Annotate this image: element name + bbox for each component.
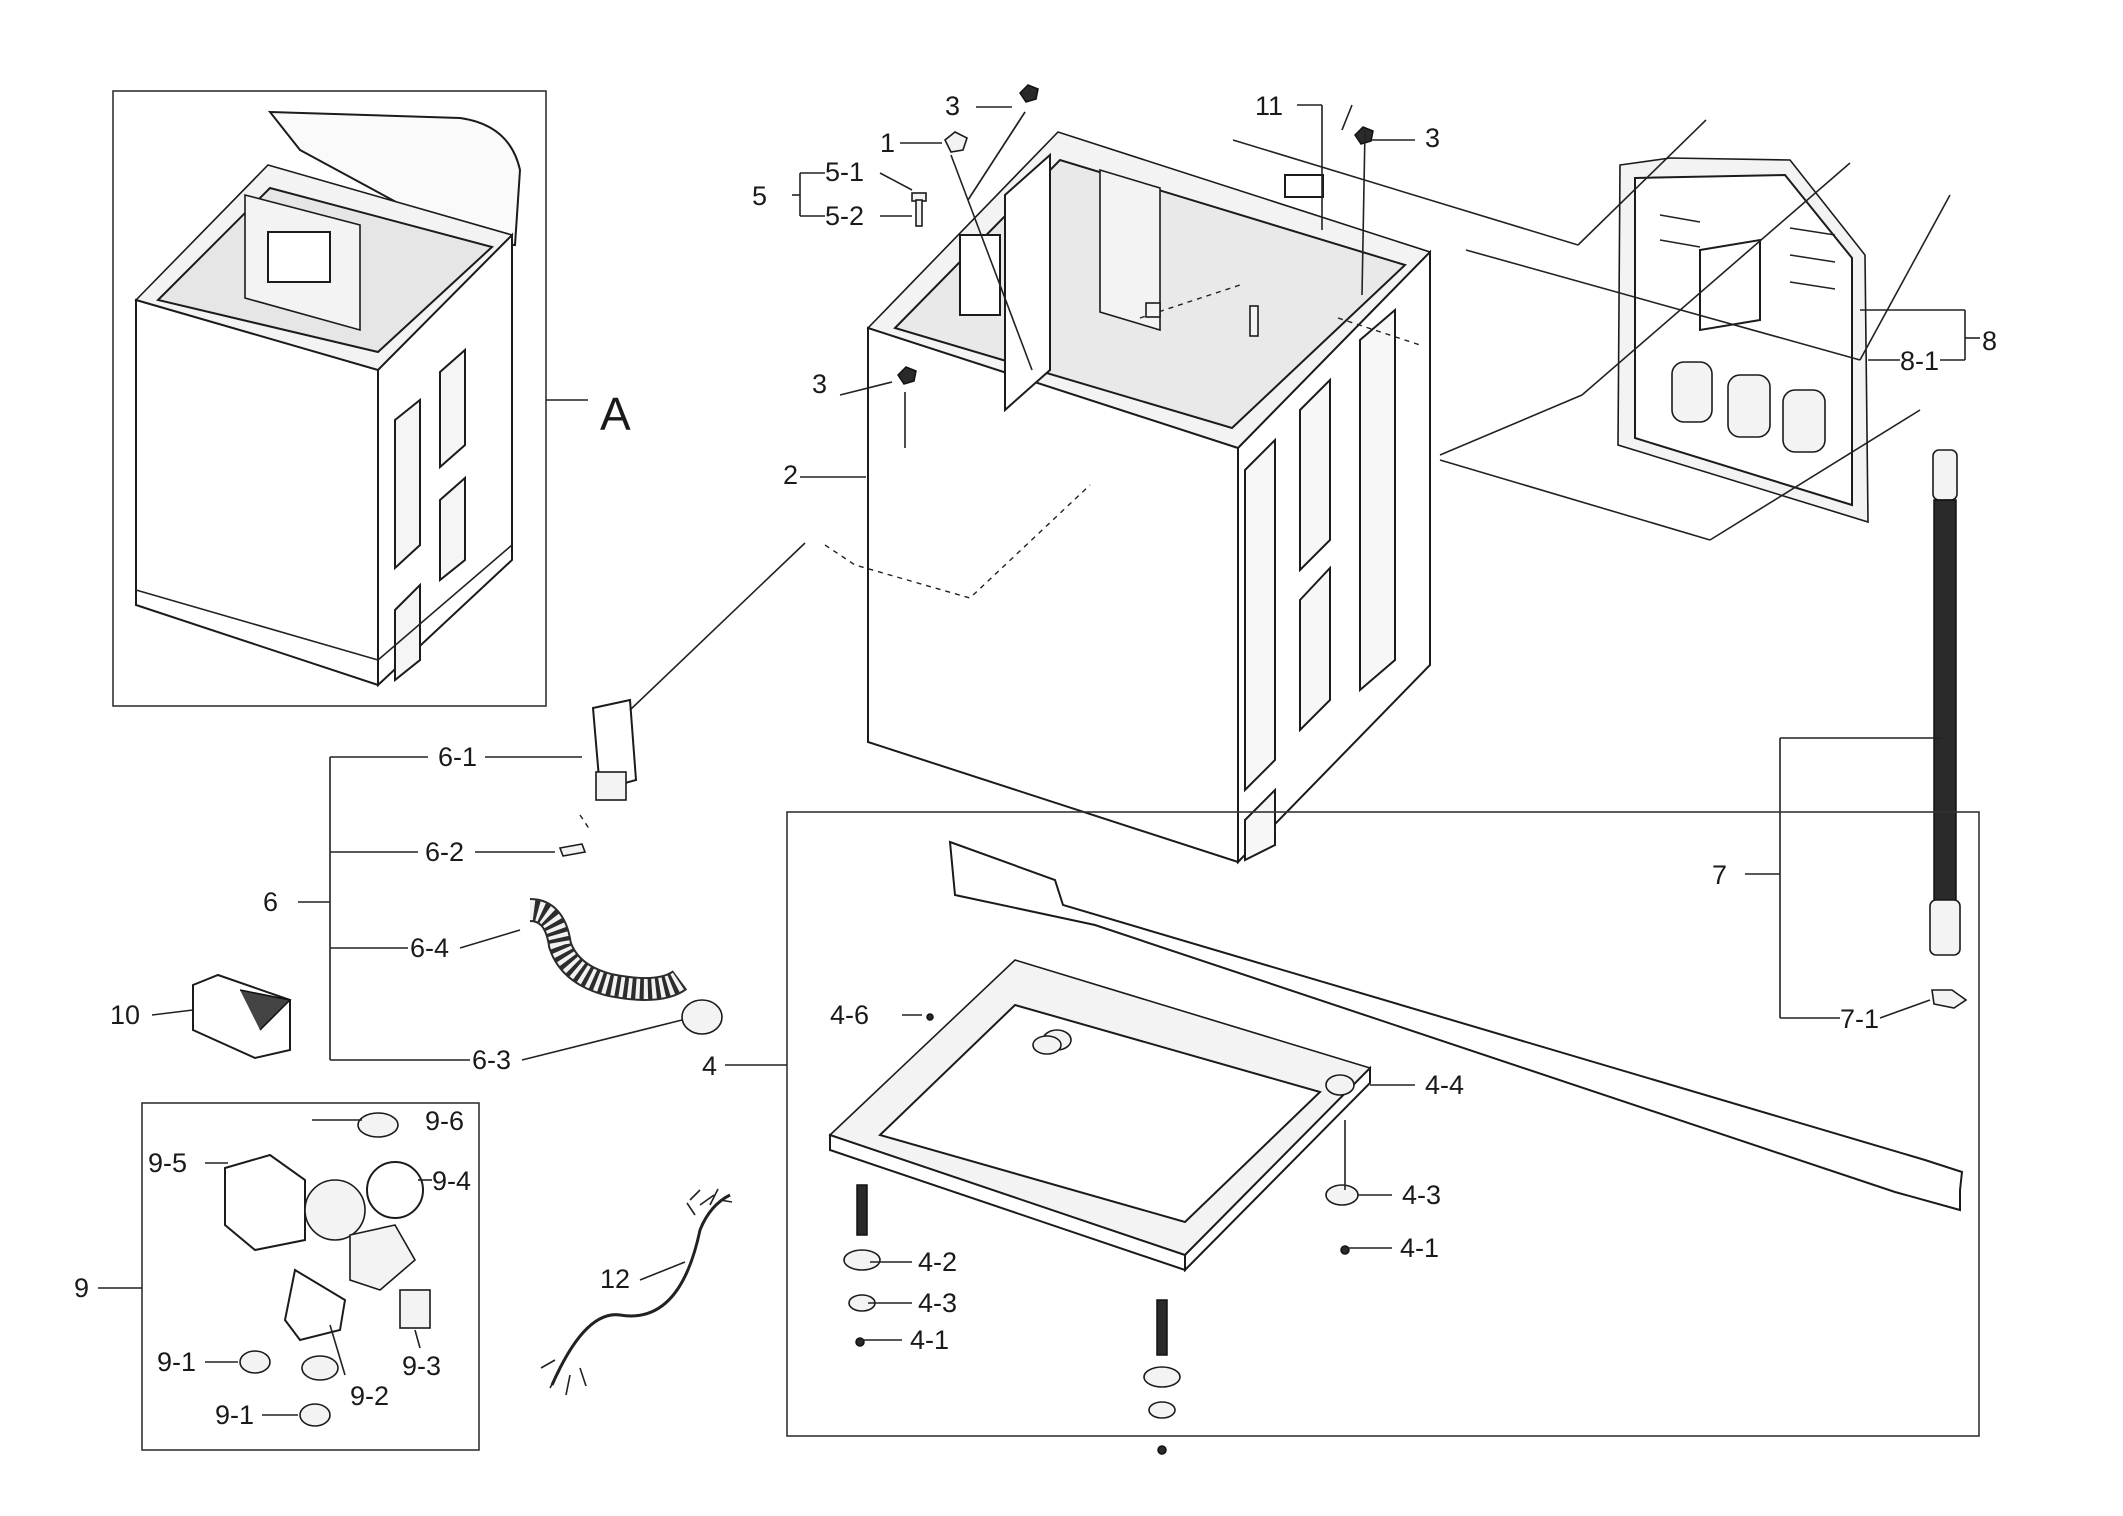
drain-hose-leaders [1745, 737, 1942, 1019]
label-4-2: 4-2 [918, 1247, 957, 1277]
label-8: 8 [1982, 326, 1997, 356]
label-1: 1 [880, 128, 895, 158]
label-6-2: 6-2 [425, 837, 464, 867]
label-4-4: 4-4 [1425, 1070, 1464, 1100]
leader-lines-top [792, 104, 1415, 478]
label-7-1: 7-1 [1840, 1004, 1879, 1034]
label-5: 5 [752, 181, 767, 211]
pump-group-leaders [205, 1119, 432, 1416]
label-4-1: 4-1 [910, 1325, 949, 1355]
base-frame-illustration [828, 840, 1964, 1273]
label-9-6: 9-6 [425, 1106, 464, 1136]
label-9-1: 9-1 [157, 1347, 196, 1377]
label-6: 6 [263, 887, 278, 917]
label-3: 3 [812, 369, 827, 399]
drain-hose-illustration [1929, 449, 1968, 1009]
label-6-4: 6-4 [410, 933, 449, 963]
label-5-1: 5-1 [825, 157, 864, 187]
label-2: 2 [783, 460, 798, 490]
filter-part-illustration [151, 973, 292, 1060]
label-10: 10 [110, 1000, 140, 1030]
label-8-1: 8-1 [1900, 346, 1939, 376]
clip-parts [897, 84, 1374, 385]
base-frame-leaders [862, 1014, 1415, 1341]
label-4-3: 4-3 [1402, 1180, 1441, 1210]
label-4-1: 4-1 [1400, 1233, 1439, 1263]
label-12: 12 [600, 1264, 630, 1294]
pump-group-frame [98, 1102, 480, 1451]
cabinet-dashed-guides [824, 284, 1421, 599]
label-3: 3 [945, 91, 960, 121]
label-9-2: 9-2 [350, 1381, 389, 1411]
label-3: 3 [1425, 123, 1440, 153]
label-4-6: 4-6 [830, 1000, 869, 1030]
label-5-2: 5-2 [825, 201, 864, 231]
label-7: 7 [1712, 860, 1727, 890]
label-A: A [600, 388, 631, 440]
base-assembly-frame [725, 811, 1980, 1437]
back-panel-illustration [1617, 157, 1869, 524]
label-9-1: 9-1 [215, 1400, 254, 1430]
drain-pump-illustration [224, 1112, 431, 1427]
back-panel-leaders [1232, 119, 1980, 541]
label-9-4: 9-4 [432, 1166, 471, 1196]
label-6-3: 6-3 [472, 1045, 511, 1075]
hose-group-illustration [528, 542, 806, 1035]
label-4-3: 4-3 [918, 1288, 957, 1318]
label-6-1: 6-1 [438, 742, 477, 772]
label-9-3: 9-3 [402, 1351, 441, 1381]
label-9-5: 9-5 [148, 1148, 187, 1178]
leveling-feet [843, 1013, 1359, 1455]
hose-group-leaders [298, 756, 683, 1061]
callout-labels: 3 1 11 3 5-1 5 5-2 3 2 8 8-1 7 7-1 6-1 6… [74, 91, 1997, 1430]
label-9: 9 [74, 1273, 89, 1303]
wire-harness-illustration [540, 1188, 733, 1396]
inset-a-frame [112, 90, 588, 707]
label-4: 4 [702, 1051, 717, 1081]
inset-cabinet-illustration [134, 110, 522, 688]
label-11: 11 [1255, 91, 1283, 121]
cabinet-illustration [866, 131, 1432, 865]
